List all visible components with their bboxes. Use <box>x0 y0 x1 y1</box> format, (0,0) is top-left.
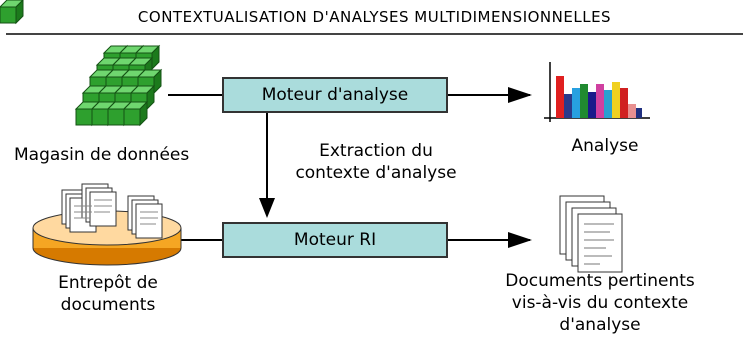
title-divider <box>6 33 743 35</box>
extraction-label: Extraction du contexte d'analyse <box>276 140 476 184</box>
analysis-engine-box: Moteur d'analyse <box>222 77 448 113</box>
connectors <box>168 87 532 248</box>
relevant-documents-label-line3: d'analyse <box>559 315 641 335</box>
document-warehouse-icon <box>32 183 182 266</box>
analysis-arrowhead <box>508 87 532 103</box>
relevant-documents-label-line1: Documents pertinents <box>505 271 695 291</box>
relevant-documents-label: Documents pertinents vis-à-vis du contex… <box>480 270 720 336</box>
ri-arrowhead <box>508 232 532 248</box>
extraction-arrowhead <box>259 198 275 218</box>
document-warehouse-label-line1: Entrepôt de <box>58 273 158 293</box>
data-cube-icon <box>0 0 162 126</box>
extraction-label-line1: Extraction du <box>319 141 433 161</box>
document-warehouse-label: Entrepôt de documents <box>38 272 178 316</box>
document-warehouse-label-line2: documents <box>60 295 156 315</box>
document-stack-icon <box>559 195 623 273</box>
analysis-label: Analyse <box>571 136 639 156</box>
bar-chart-icon <box>544 62 650 122</box>
data-store-label: Magasin de données <box>14 145 190 165</box>
relevant-documents-label-line2: vis-à-vis du contexte <box>511 293 689 313</box>
diagram-title: CONTEXTUALISATION D'ANALYSES MULTIDIMENS… <box>137 8 612 26</box>
extraction-label-line2: contexte d'analyse <box>295 163 457 183</box>
ir-engine-box: Moteur RI <box>222 222 448 258</box>
